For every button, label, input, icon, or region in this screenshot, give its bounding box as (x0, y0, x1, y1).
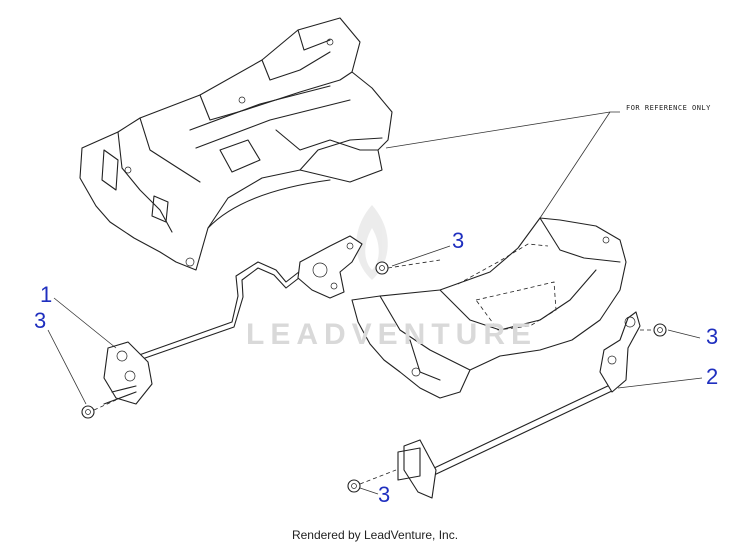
callout-3-bottom[interactable]: 3 (378, 482, 391, 507)
chassis-frame (79, 17, 393, 271)
watermark-text: LEADVENTURE (246, 318, 538, 351)
watermark-flame-icon (356, 205, 388, 280)
washer-upper (375, 261, 389, 275)
part-1-height-adjust-rod (81, 235, 363, 419)
deck-housing (351, 217, 627, 399)
footer-credit: Rendered by LeadVenture, Inc. (291, 528, 459, 542)
callout-3-top[interactable]: 3 (452, 228, 465, 253)
callout-2[interactable]: 2 (706, 364, 719, 389)
leader-lines (47, 111, 703, 495)
callout-3-left[interactable]: 3 (34, 308, 47, 333)
assembly-line-upper (387, 259, 441, 269)
part-2-height-adjust-rod (347, 311, 667, 499)
callout-3-right[interactable]: 3 (706, 324, 719, 349)
assembly-line-left (93, 399, 117, 411)
reference-note: FOR REFERENCE ONLY (626, 104, 711, 112)
callout-1[interactable]: 1 (40, 282, 53, 307)
